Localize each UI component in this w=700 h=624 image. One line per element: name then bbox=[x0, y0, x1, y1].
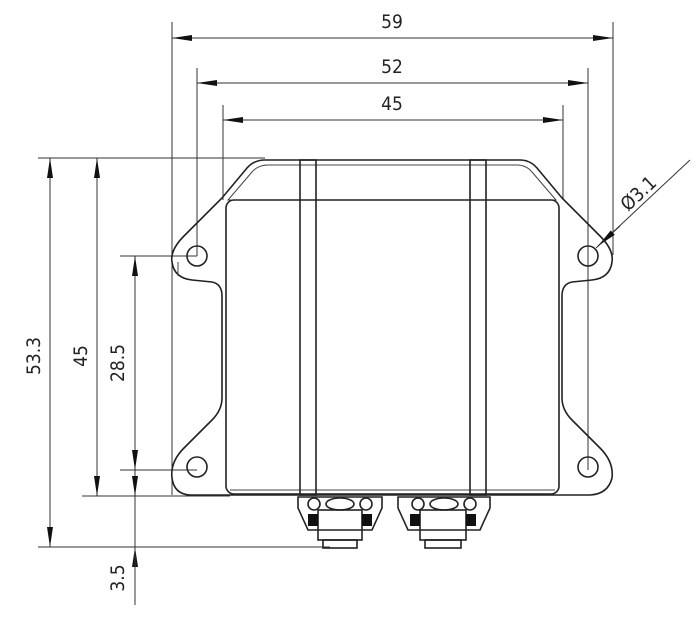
connector-right bbox=[397, 496, 491, 549]
dimension-label-hole-diameter: Ø3.1 bbox=[616, 172, 661, 216]
dimension-label-45-width: 45 bbox=[381, 93, 403, 115]
dimension-28-5: 28.5 bbox=[107, 256, 138, 470]
dimension-45-width: 45 bbox=[223, 93, 563, 123]
dimension-label-28-5: 28.5 bbox=[107, 344, 129, 382]
dimension-52: 52 bbox=[197, 56, 588, 86]
dimension-label-3-5: 3.5 bbox=[107, 564, 129, 591]
dimension-label-45-height: 45 bbox=[70, 345, 92, 367]
dimension-label-52: 52 bbox=[381, 56, 403, 78]
mounting-hole bbox=[577, 245, 599, 267]
connector-left bbox=[297, 496, 383, 549]
dimension-3-5: 3.5 bbox=[107, 470, 138, 605]
mounting-holes bbox=[186, 245, 599, 478]
dimension-label-53-3: 53.3 bbox=[23, 337, 45, 375]
hole-diameter-callout: Ø3.1 bbox=[595, 159, 691, 249]
mounting-straps bbox=[299, 159, 487, 496]
dimension-53-3: 53.3 bbox=[23, 158, 53, 547]
enclosure-body bbox=[170, 159, 614, 496]
mounting-hole bbox=[186, 456, 208, 478]
dimension-label-59: 59 bbox=[381, 11, 403, 33]
dimension-45-height: 45 bbox=[70, 158, 100, 496]
mounting-hole bbox=[577, 456, 599, 478]
extension-lines bbox=[38, 22, 614, 548]
mounting-hole bbox=[186, 245, 208, 267]
dimension-59: 59 bbox=[172, 11, 613, 41]
